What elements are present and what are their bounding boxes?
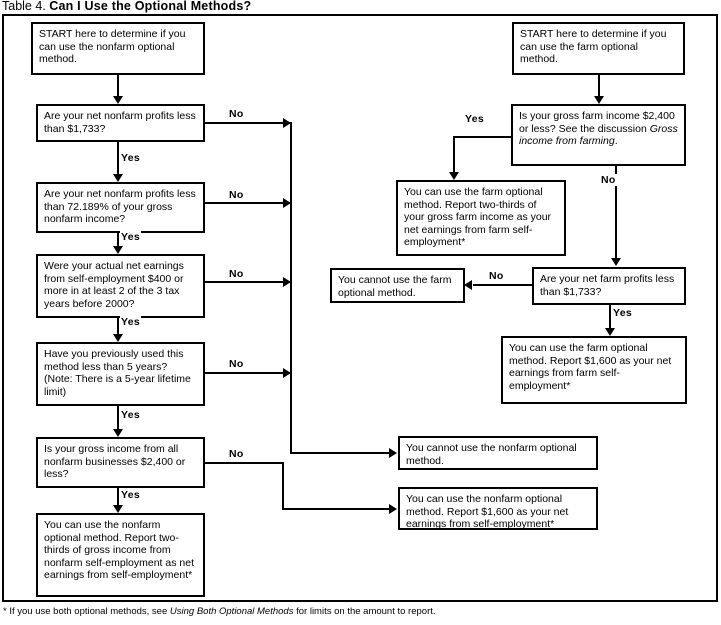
box-nonfarm-1600: You can use the nonfarm optional method.… <box>398 487 598 530</box>
connector-nonfarm-q3-q4 <box>117 318 119 335</box>
label-yes-farm-q1: Yes <box>464 113 486 125</box>
arrowhead-farm-q2 <box>611 258 621 266</box>
box-nonfarm-q3: Were your actual net earnings from self-… <box>36 254 205 318</box>
page-title: Table 4. Can I Use the Optional Methods? <box>2 0 251 13</box>
connector-no-nonfarm-q4 <box>205 372 292 374</box>
arrowhead-nonfarm-q2-q3 <box>113 246 123 254</box>
arrowhead-nonfarm-1600 <box>389 504 397 514</box>
connector-no-nonfarm-q5 <box>205 462 284 464</box>
connector-no-nonfarm-q5-right <box>282 508 390 510</box>
label-no-nonfarm-q5: No <box>228 448 245 460</box>
connector-no-nonfarm-q3 <box>205 281 292 283</box>
box-nonfarm-cannot: You cannot use the nonfarm optional meth… <box>398 436 598 470</box>
connector-yes-farm-q1 <box>453 136 511 138</box>
label-yes-nonfarm-q5: Yes <box>120 489 142 501</box>
box-farm-result-yes: You can use the farm optional method. Re… <box>396 180 566 256</box>
box-farm-q1-text1: Is your gross farm income $2,400 or less… <box>519 110 675 135</box>
arrowhead-nonfarm-start-q1 <box>113 96 123 104</box>
arrowhead-no-nonfarm-q4 <box>283 368 291 378</box>
arrowhead-nonfarm-cannot <box>389 448 397 458</box>
connector-farm-start-q1 <box>598 75 600 97</box>
footnote: * If you use both optional methods, see … <box>3 606 436 618</box>
arrowhead-nonfarm-q1-q2 <box>113 174 123 182</box>
box-farm-1600: You can use the farm optional method. Re… <box>501 336 687 404</box>
connector-no-nonfarm-q5-down <box>282 462 284 510</box>
connector-nonfarm-q1-q2 <box>117 142 119 175</box>
box-farm-cannot: You cannot use the farm optional method. <box>330 268 465 303</box>
label-yes-nonfarm-q3: Yes <box>120 316 142 328</box>
connector-no-farm-q2 <box>473 284 532 286</box>
label-no-nonfarm-q4: No <box>228 358 245 370</box>
box-nonfarm-q5: Is your gross income from all nonfarm bu… <box>36 437 205 488</box>
arrowhead-farm-start-q1 <box>594 96 604 104</box>
connector-nonfarm-q5-result <box>117 488 119 506</box>
connector-no-bus-vertical <box>290 122 292 454</box>
connector-no-nonfarm-q1 <box>205 122 292 124</box>
arrowhead-no-nonfarm-q2 <box>283 198 291 208</box>
box-nonfarm-q4: Have you previously used this method les… <box>36 342 205 406</box>
title-main: Can I Use the Optional Methods? <box>49 0 252 13</box>
label-no-farm-q2: No <box>488 270 505 282</box>
arrowhead-no-nonfarm-q1 <box>283 118 291 128</box>
box-farm-q2: Are your net farm profits less than $1,7… <box>532 267 686 305</box>
arrowhead-farm-1600 <box>605 328 615 336</box>
connector-nonfarm-q2-q3 <box>117 233 119 247</box>
label-no-nonfarm-q3: No <box>228 268 245 280</box>
box-farm-start: START here to determine if you can use t… <box>512 22 685 75</box>
box-farm-q1: Is your gross farm income $2,400 or less… <box>511 104 686 166</box>
footnote-before: * If you use both optional methods, see <box>3 606 170 617</box>
box-nonfarm-q1: Are your net nonfarm profits less than $… <box>36 104 205 142</box>
label-no-nonfarm-q1: No <box>228 108 245 120</box>
arrowhead-farm-cannot <box>464 280 472 290</box>
connector-yes-farm-q1-down <box>453 136 455 174</box>
connector-no-farm-q1 <box>615 166 617 260</box>
connector-yes-farm-q2 <box>609 305 611 329</box>
connector-nonfarm-start-q1 <box>117 75 119 97</box>
arrowhead-no-nonfarm-q3 <box>283 277 291 287</box>
footnote-after: for limits on the amount to report. <box>293 606 436 617</box>
connector-no-bus-to-cannot <box>290 452 390 454</box>
label-yes-farm-q2: Yes <box>612 307 634 319</box>
label-yes-nonfarm-q4: Yes <box>120 409 142 421</box>
label-yes-nonfarm-q2: Yes <box>120 231 142 243</box>
label-no-nonfarm-q2: No <box>228 189 245 201</box>
connector-nonfarm-q4-q5 <box>117 406 119 430</box>
label-no-farm-q1: No <box>600 174 617 186</box>
box-farm-q1-italic: Gross income from farming <box>519 122 678 148</box>
connector-no-nonfarm-q2 <box>205 202 292 204</box>
arrowhead-nonfarm-q4-q5 <box>113 429 123 437</box>
arrowhead-farm-result-yes <box>449 172 459 180</box>
footnote-italic: Using Both Optional Methods <box>169 606 294 617</box>
arrowhead-nonfarm-q3-q4 <box>113 334 123 342</box>
box-nonfarm-result-yes: You can use the nonfarm optional method.… <box>36 513 205 597</box>
arrowhead-nonfarm-q5-result <box>113 505 123 513</box>
box-nonfarm-q2: Are your net nonfarm profits less than 7… <box>36 182 205 233</box>
label-yes-nonfarm-q1: Yes <box>120 152 142 164</box>
box-farm-q1-text3: . <box>614 135 618 148</box>
title-prefix: Table 4. <box>2 0 46 13</box>
box-nonfarm-start: START here to determine if you can use t… <box>31 22 205 75</box>
